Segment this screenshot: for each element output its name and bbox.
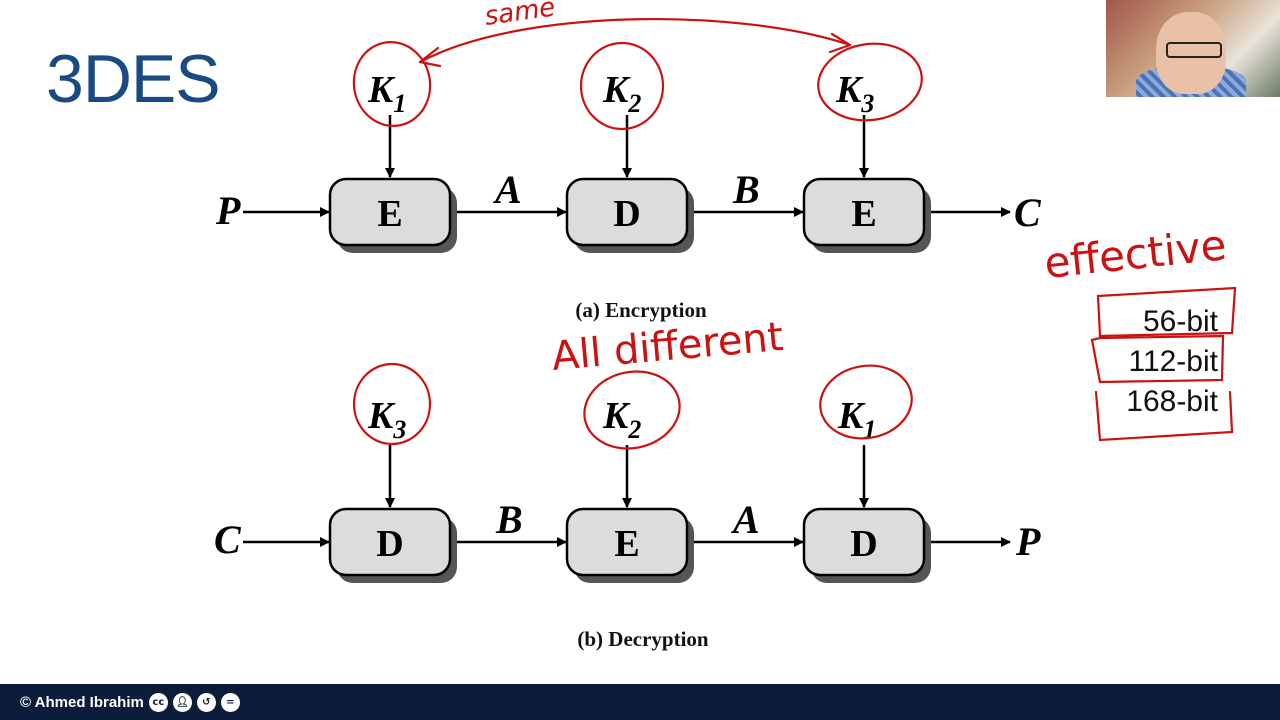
- dec-intermediate-b: B: [495, 497, 523, 542]
- same-arc-right-head: [828, 32, 852, 54]
- dec-key-1-circle: [819, 364, 913, 440]
- enc-stage-3: E: [802, 177, 931, 253]
- encryption-diagram: P C A B E D E: [215, 69, 1042, 322]
- cc-icon: cc: [148, 692, 168, 712]
- dec-key-1: K3: [367, 395, 406, 444]
- enc-stage-2-op: D: [613, 193, 640, 235]
- enc-caption: (a) Encryption: [575, 298, 707, 322]
- enc-stage-1-op: E: [377, 193, 402, 235]
- handwritten-annotations: [352, 17, 1237, 450]
- enc-key-3: K3: [835, 69, 874, 118]
- dec-output-label: P: [1015, 519, 1041, 564]
- slide-title: 3DES: [46, 41, 221, 117]
- dec-stage-2: E: [565, 507, 694, 583]
- bit-box-112: [1090, 334, 1225, 384]
- bit-option-112: 112-bit: [1128, 345, 1218, 378]
- all-different-annotation: All different: [550, 314, 785, 380]
- bit-option-56: 56-bit: [1143, 305, 1219, 338]
- by-icon: 👤︎: [172, 692, 192, 712]
- enc-stage-1: E: [328, 177, 457, 253]
- same-arc: [418, 17, 852, 64]
- enc-intermediate-b: B: [732, 167, 760, 212]
- dec-key-2-circle: [583, 370, 681, 450]
- dec-stage-3-op: D: [850, 523, 877, 565]
- enc-intermediate-a: A: [492, 167, 522, 212]
- enc-key-2-circle: [579, 41, 665, 131]
- bit-box-168: [1094, 390, 1234, 442]
- dec-stage-1-op: D: [376, 523, 403, 565]
- effective-annotation: effective: [1042, 220, 1229, 288]
- footer-bar: © Ahmed Ibrahim cc 👤︎ ↺ =: [0, 684, 1280, 720]
- enc-key-2: K2: [602, 69, 641, 118]
- enc-key-1-circle: [352, 41, 432, 127]
- decryption-diagram: C P B A D E D: [214, 395, 1041, 651]
- dec-key-3-circle: [352, 362, 432, 446]
- same-arc-left-head: [418, 46, 442, 68]
- dec-key-2: K2: [602, 395, 641, 444]
- copyright-credit: © Ahmed Ibrahim: [20, 693, 144, 711]
- webcam-overlay: [1106, 0, 1280, 97]
- enc-key-3-circle: [817, 42, 923, 122]
- enc-stage-3-op: E: [851, 193, 876, 235]
- sa-icon: ↺: [196, 692, 216, 712]
- slide: 3DES P C A B E: [46, 0, 1280, 651]
- dec-stage-2-op: E: [614, 523, 639, 565]
- bit-box-56: [1096, 286, 1237, 338]
- dec-caption: (b) Decryption: [577, 627, 709, 651]
- enc-key-1: K1: [367, 69, 406, 118]
- enc-stage-2: D: [565, 177, 694, 253]
- dec-intermediate-a: A: [730, 497, 760, 542]
- bit-option-168: 168-bit: [1126, 385, 1218, 418]
- presenter-glasses: [1166, 42, 1222, 58]
- enc-output-label: C: [1014, 190, 1042, 235]
- dec-stage-1: D: [328, 507, 457, 583]
- nd-icon: =: [220, 692, 240, 712]
- 3des-diagram: P C A B E D E: [214, 0, 1237, 651]
- dec-stage-3: D: [802, 507, 931, 583]
- enc-input-label: P: [215, 188, 241, 233]
- dec-input-label: C: [214, 517, 242, 562]
